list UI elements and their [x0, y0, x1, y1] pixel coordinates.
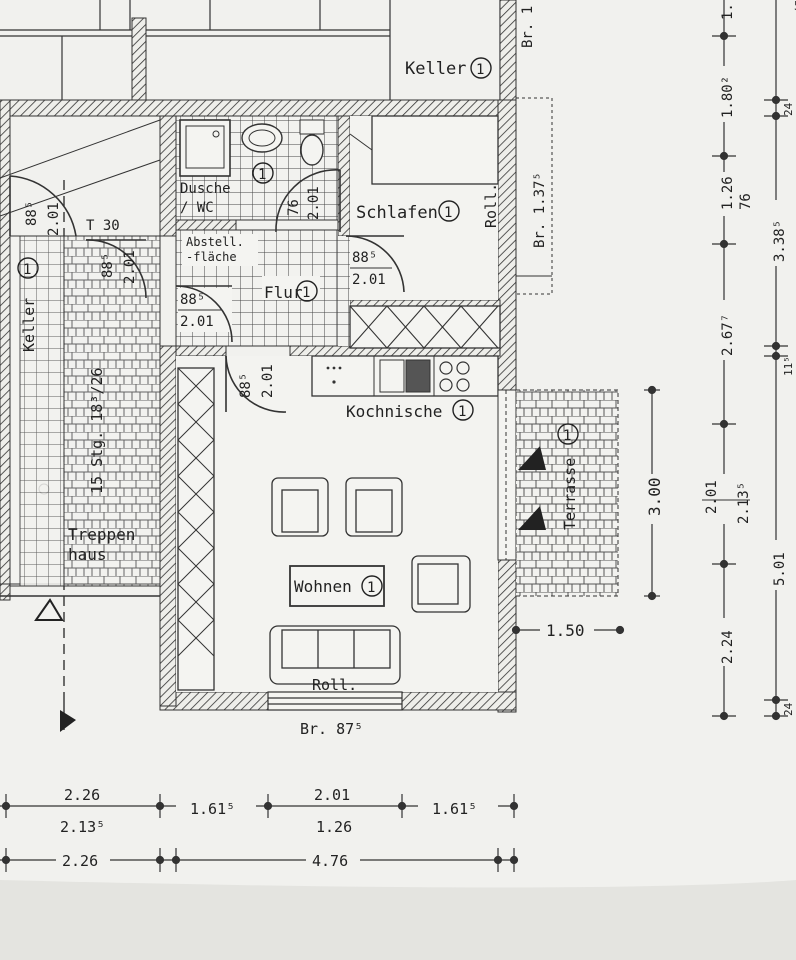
level-marker: 1 [367, 580, 375, 596]
wall [131, 17, 147, 105]
door-left-h: 2.01 [46, 202, 62, 236]
wardrobe-hatch [177, 511, 215, 549]
door-schlafen-w: 88⁵ [352, 250, 377, 266]
stair-tiles [63, 235, 161, 587]
room-keller-top: Keller [405, 59, 466, 79]
door-left-w: 88⁵ [24, 201, 40, 226]
room-dusche: Dusche [180, 181, 231, 197]
dim-c2-d: 24 [782, 102, 795, 116]
br-window-bottom: Br. 87⁵ [300, 720, 363, 738]
dim-r1-a: 2.26 [64, 786, 100, 804]
dim-c2-c: 11⁵ [782, 356, 795, 376]
dim-terrace-w: 1.50 [546, 621, 585, 640]
br-top-cut: Br. 1 [520, 6, 536, 48]
dim-c2-a: 3.38⁵ [772, 220, 788, 262]
room-flur: Flur [264, 283, 303, 302]
dim-r1-c: 2.01 [314, 786, 350, 804]
door-bath-h: 2.01 [306, 186, 322, 220]
terrace-step [518, 446, 546, 470]
room-keller-left: Keller [20, 298, 38, 352]
door-wohnen-h: 2.01 [260, 364, 276, 398]
dim-c1-top: 1. [720, 3, 736, 20]
room-dusche-wc: / WC [180, 200, 214, 216]
door-wohnen-w: 88⁵ [238, 373, 254, 398]
dim-r3-a: 2.26 [62, 852, 98, 870]
dim-c1-g: 2.13⁵ [736, 482, 752, 524]
br-window-right: Br. 1.37⁵ [532, 172, 548, 248]
dim-c1-e: 2.24 [720, 630, 736, 664]
dim-r1-b: 1.61⁵ [190, 800, 235, 818]
wall [499, 0, 517, 105]
level-marker: 1 [458, 404, 466, 420]
living-room [176, 355, 517, 711]
dim-c1-b: 1.26 [720, 176, 736, 210]
wardrobe-hatch [177, 439, 215, 477]
wardrobe-hatch [177, 403, 215, 441]
level-marker: 1 [563, 428, 571, 444]
wardrobe-hatch [177, 619, 215, 657]
dim-c1-d: 2.01 [704, 480, 720, 514]
dim-c1-a: 1.80² [720, 76, 736, 118]
door-flur-w: 88⁵ [180, 292, 205, 308]
section-marker [34, 598, 64, 621]
bathroom [175, 115, 339, 221]
dim-r2-a: 2.13⁵ [60, 818, 105, 836]
dim-c2-b: 5.01 [772, 552, 788, 586]
door-flur-h: 2.01 [180, 314, 214, 330]
door-stair-w: 88⁵ [100, 253, 116, 278]
bedroom [349, 115, 501, 349]
window-dotted [515, 97, 553, 295]
dim-terrace-h: 3.00 [645, 477, 664, 516]
roll-right: Roll. [482, 183, 500, 228]
room-treppen-haus: haus [68, 545, 107, 564]
t30-note: T 30 [86, 218, 120, 234]
stairs-note: 15 Stg. 18³/26 [88, 368, 106, 494]
wardrobe-hatch [177, 547, 215, 585]
dim-r3-b: 4.76 [312, 852, 348, 870]
room-abstell-2: -fläche [186, 250, 237, 264]
wardrobe-hatch [177, 367, 215, 405]
kitchen-counter [311, 355, 499, 397]
room-abstell: Abstell. [186, 235, 244, 249]
level-marker: 1 [23, 262, 31, 278]
room-schlafen: Schlafen [356, 203, 438, 223]
room-kochnische: Kochnische [346, 402, 442, 421]
terrace-step [518, 506, 546, 530]
dim-c1-c: 2.67⁷ [720, 314, 736, 356]
dim-c2-e: 24 [782, 702, 795, 716]
wardrobe-hatch [177, 475, 215, 513]
room-treppen: Treppen [68, 525, 135, 544]
door-bath-w: 76 [286, 199, 302, 216]
dim-c1-f: 76 [738, 193, 754, 210]
dim-r1-d: 1.61⁵ [432, 800, 477, 818]
dim-c2-top: 5 [794, 0, 796, 13]
wardrobe [349, 305, 501, 349]
roll-bottom: Roll. [312, 676, 357, 694]
dim-r2-c: 1.26 [316, 818, 352, 836]
wohnen-label-frame [289, 565, 385, 607]
stair-tiles [19, 235, 65, 587]
level-marker: 1 [258, 167, 266, 183]
level-marker: 1 [476, 62, 484, 78]
door-stair-h: 2.01 [122, 250, 138, 284]
doors [9, 169, 405, 413]
level-marker: 1 [444, 205, 452, 221]
room-wohnen: Wohnen [294, 577, 352, 596]
room-terrasse: Terrasse [561, 458, 579, 530]
wardrobe-hatch [177, 583, 215, 621]
door-schlafen-h: 2.01 [352, 272, 386, 288]
level-marker: 1 [302, 285, 310, 301]
section-marker [60, 710, 76, 732]
